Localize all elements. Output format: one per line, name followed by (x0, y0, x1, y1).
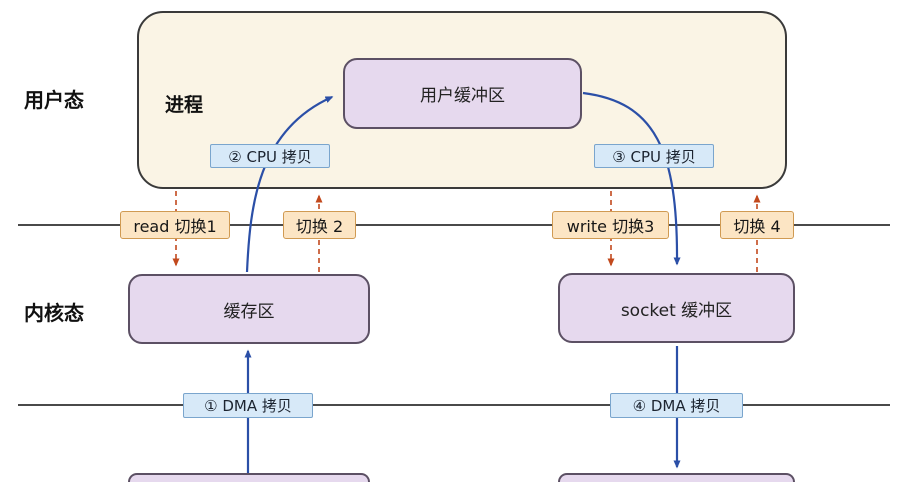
switch-1-label: read 切换1 (120, 211, 230, 239)
dma-copy-1-label: ① DMA 拷贝 (183, 393, 313, 418)
kernel-mode-label: 内核态 (24, 301, 84, 325)
kernel-buffer-box: 缓存区 (128, 274, 370, 344)
cpu-copy-3-arrow (582, 91, 681, 266)
cpu-copy-2-arrow (245, 95, 334, 273)
cpu-copy-2-label: ② CPU 拷贝 (210, 144, 330, 168)
cpu-copy-3-label: ③ CPU 拷贝 (594, 144, 714, 168)
nic-box-partial (558, 473, 795, 482)
user-mode-label: 用户态 (24, 88, 84, 112)
switch-2-label: 切换 2 (283, 211, 356, 239)
disk-box-partial (128, 473, 370, 482)
socket-buffer-box: socket 缓冲区 (558, 273, 795, 343)
switch-4-label: 切换 4 (720, 211, 794, 239)
dma-copy-4-label: ④ DMA 拷贝 (610, 393, 743, 418)
switch-3-label: write 切换3 (552, 211, 669, 239)
process-label: 进程 (165, 94, 204, 116)
user-buffer-box: 用户缓冲区 (343, 58, 582, 129)
